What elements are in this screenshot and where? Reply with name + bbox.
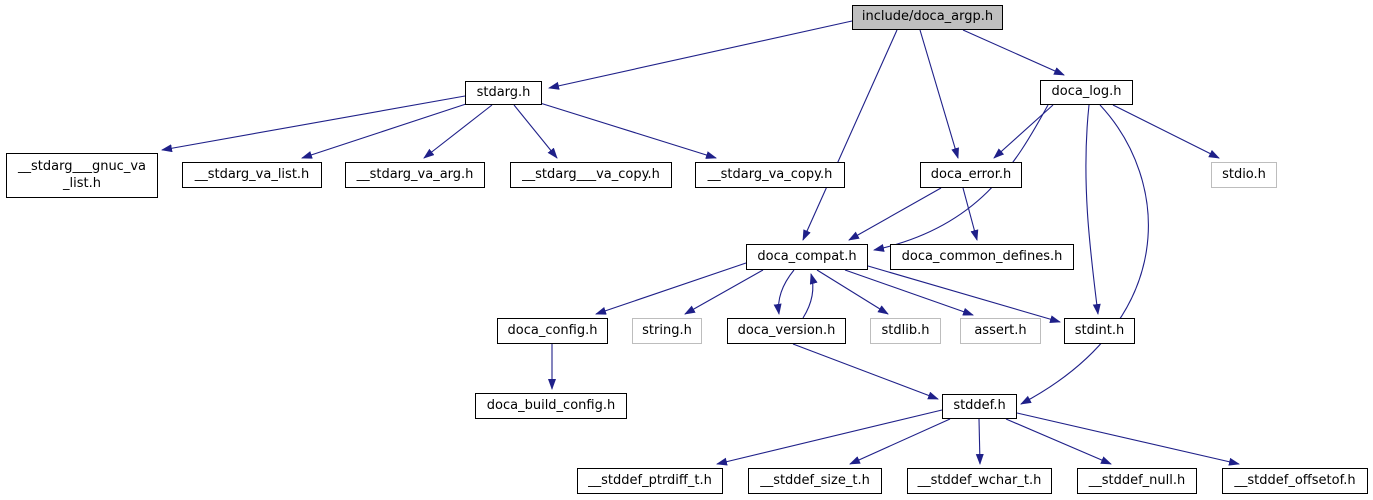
graph-node-doca-compat-h[interactable]: doca_compat.h	[746, 244, 868, 270]
edge-doca_compat_h--stdint_h	[867, 265, 1061, 324]
graph-node-string-h: string.h	[632, 318, 702, 344]
edge-doca_log_h--stdint_h	[1085, 104, 1101, 315]
edge-stddef_h--stddef_null	[1005, 418, 1112, 465]
edge-doca_version_h--doca_compat_h	[802, 273, 818, 319]
edge-include_doca_argp_h--doca_error_h	[919, 29, 959, 159]
edge-doca_log_h--stddef_h	[1020, 104, 1149, 405]
edge-doca_log_h--doca_compat_h	[873, 104, 1049, 252]
graph-node-stdarg-gnuc-va-list[interactable]: __stdarg___gnuc_va _list.h	[6, 153, 158, 198]
graph-node-stdarg-h[interactable]: stdarg.h	[465, 81, 542, 105]
edge-doca_compat_h--doca_version_h	[773, 269, 795, 315]
graph-node-stdarg-va-copy[interactable]: __stdarg_va_copy.h	[695, 162, 845, 188]
graph-node-stddef-h[interactable]: stddef.h	[942, 394, 1017, 419]
graph-node-stddef-offsetof[interactable]: __stddef_offsetof.h	[1222, 468, 1368, 494]
edge-include_doca_argp_h--stdarg_h	[548, 20, 853, 90]
graph-node-include-doca-argp-h[interactable]: include/doca_argp.h	[852, 5, 1003, 30]
graph-node-stddef-wchar-t[interactable]: __stddef_wchar_t.h	[907, 468, 1052, 494]
graph-node-doca-log-h[interactable]: doca_log.h	[1040, 80, 1133, 105]
edge-doca_log_h--stdio_h	[1112, 104, 1220, 159]
graph-node-doca-error-h[interactable]: doca_error.h	[920, 162, 1022, 188]
graph-node-doca-common-defines-h[interactable]: doca_common_defines.h	[890, 244, 1074, 270]
edge-doca_compat_h--assert_h	[844, 269, 974, 316]
edge-stdarg_h--stdarg___va_copy	[513, 104, 558, 159]
edge-include_doca_argp_h--doca_log_h	[962, 29, 1065, 76]
graph-node-doca-version-h[interactable]: doca_version.h	[727, 318, 846, 344]
edge-doca_error_h--doca_compat_h	[848, 187, 942, 241]
edge-stddef_h--stddef_wchar_t	[975, 418, 984, 465]
edge-doca_compat_h--stdlib_h	[816, 269, 889, 315]
edge-doca_compat_h--string_h	[684, 269, 764, 315]
graph-node-doca-build-config-h[interactable]: doca_build_config.h	[475, 393, 627, 419]
edge-stddef_h--stddef_offsetof	[1016, 412, 1240, 466]
graph-node-stddef-ptrdiff-t[interactable]: __stddef_ptrdiff_t.h	[577, 468, 723, 494]
edge-include_doca_argp_h--doca_compat_h	[802, 29, 898, 241]
edge-stddef_h--stddef_size_t	[849, 418, 951, 465]
edge-stdarg_h--stdarg_gnuc_va_list	[161, 95, 466, 153]
edge-doca_error_h--doca_common_defines_h	[962, 187, 979, 241]
edge-stdarg_h--stdarg_va_arg	[423, 104, 493, 159]
graph-node-stdarg-va-arg[interactable]: __stdarg_va_arg.h	[345, 162, 485, 188]
graph-node-assert-h: assert.h	[960, 318, 1041, 344]
graph-node-stdarg-va-list[interactable]: __stdarg_va_list.h	[182, 162, 322, 188]
graph-node-stdio-h: stdio.h	[1211, 162, 1277, 188]
edge-doca_version_h--stddef_h	[792, 343, 939, 400]
graph-node-stdarg---va-copy[interactable]: __stdarg___va_copy.h	[510, 162, 672, 188]
edge-doca_compat_h--doca_config_h	[595, 262, 747, 315]
graph-node-stddef-size-t[interactable]: __stddef_size_t.h	[748, 468, 882, 494]
graph-node-stdint-h[interactable]: stdint.h	[1064, 318, 1135, 344]
edge-stdarg_h--stdarg_va_list	[301, 103, 467, 159]
graph-node-stddef-null[interactable]: __stddef_null.h	[1077, 468, 1197, 494]
graph-node-doca-config-h[interactable]: doca_config.h	[497, 318, 608, 344]
edge-stdarg_h--stdarg_va_copy	[539, 102, 717, 159]
graph-node-stdlib-h: stdlib.h	[870, 318, 941, 344]
edge-stddef_h--stddef_ptrdiff_t	[716, 409, 943, 466]
